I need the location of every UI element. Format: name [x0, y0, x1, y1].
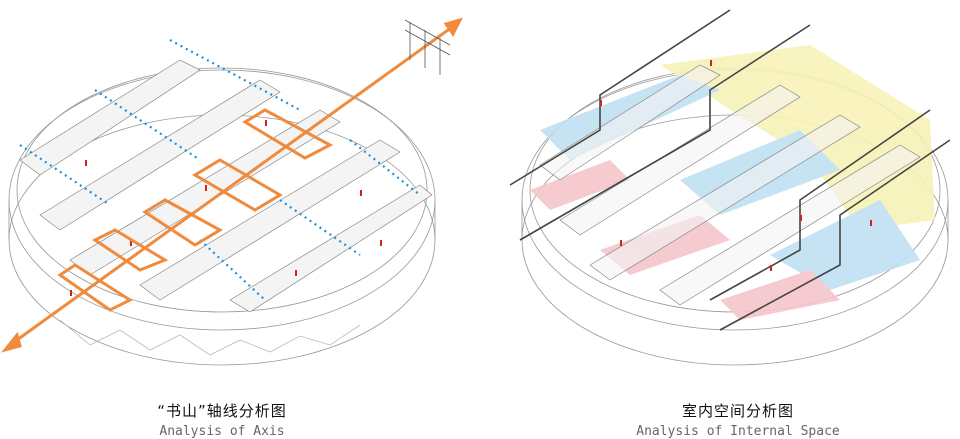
red-figures	[600, 60, 872, 271]
axis-caption: “书山”轴线分析图 Analysis of Axis	[72, 400, 372, 439]
caption-title-en: Analysis of Internal Space	[636, 424, 840, 439]
caption-title-en: Analysis of Axis	[159, 424, 285, 439]
internal-space-diagram	[509, 9, 951, 366]
bookshelf-walls	[539, 64, 921, 306]
blue-circulation-paths	[19, 39, 421, 301]
axis-analysis-diagram	[0, 17, 463, 366]
bookshelf-walls	[19, 59, 433, 313]
gate-icon	[404, 19, 451, 75]
section-lines	[509, 9, 951, 331]
book-mountain-axis	[0, 17, 463, 353]
caption-title-zh: “书山”轴线分析图	[157, 402, 287, 420]
internal-space-caption: 室内空间分析图 Analysis of Internal Space	[588, 400, 888, 439]
caption-title-zh: 室内空间分析图	[681, 402, 794, 420]
red-figures	[70, 120, 382, 296]
